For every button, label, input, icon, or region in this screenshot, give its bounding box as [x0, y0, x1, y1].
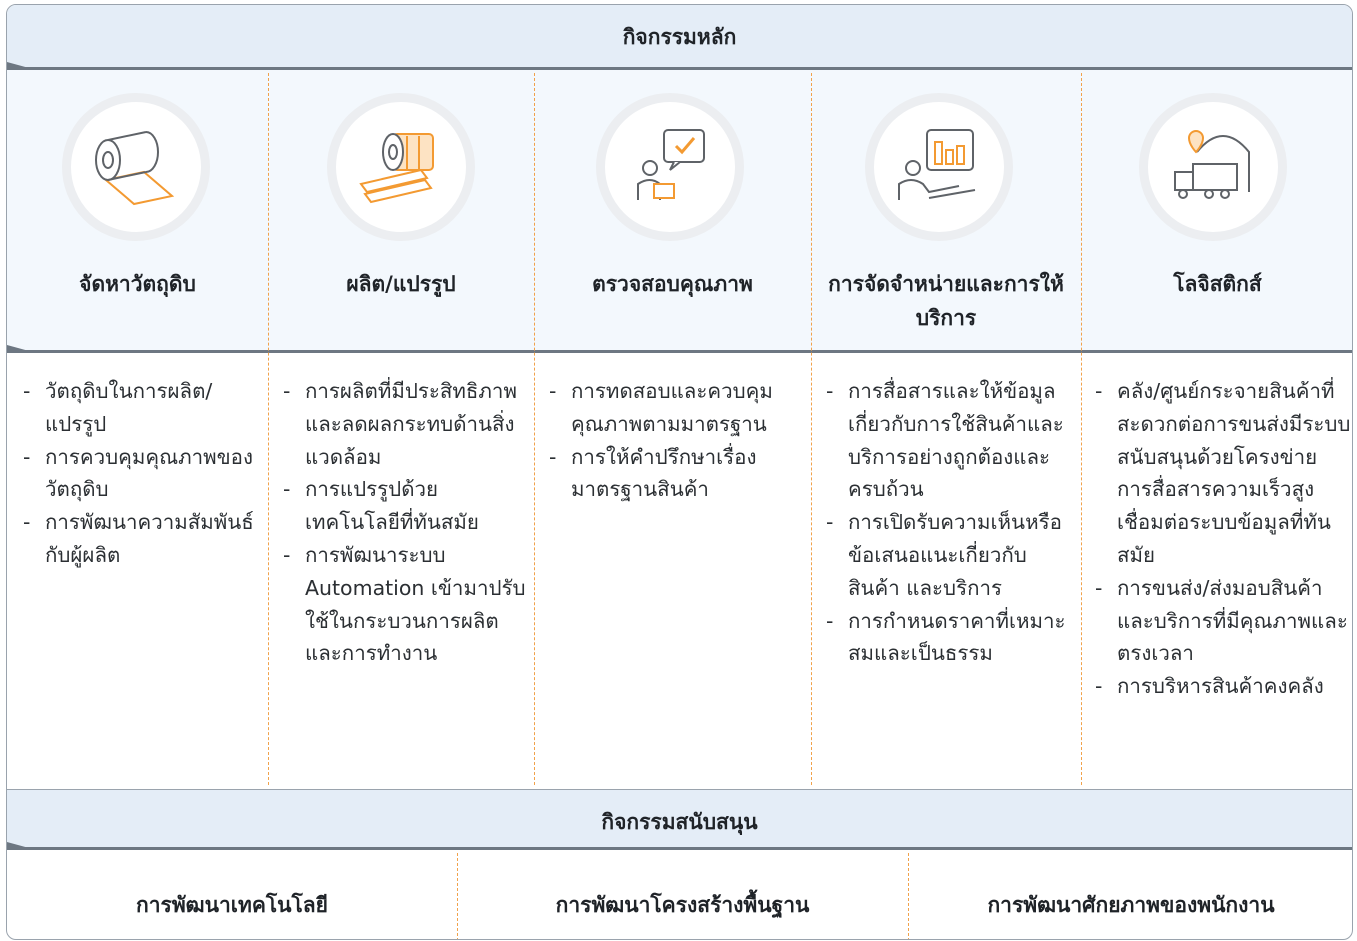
- support-divider: [908, 853, 909, 939]
- processing-rolls-icon: [327, 93, 475, 241]
- column-divider: [1081, 73, 1082, 785]
- support-separator: [7, 847, 1352, 850]
- list-item: วัตถุดิบในการผลิต/แปรรูป: [21, 375, 265, 441]
- logistics-truck-icon: [1139, 93, 1287, 241]
- column-title: ตรวจสอบคุณภาพ: [592, 272, 753, 296]
- list-item: การแปรรูปด้วยเทคโนโลยีที่ทันสมัย: [281, 473, 529, 539]
- column-items: คลัง/ศูนย์กระจายสินค้าที่สะดวกต่อการขนส่…: [1093, 375, 1351, 703]
- list-item: การควบคุมคุณภาพของวัตถุดิบ: [21, 441, 265, 507]
- primary-activities-title: กิจกรรมหลัก: [622, 25, 737, 49]
- value-chain-diagram: กิจกรรมหลัก จัดหาวัตถุดิบ วัตถุดิบในการผ…: [6, 4, 1353, 940]
- column-title: ผลิต/แปรรูป: [346, 272, 456, 296]
- distribution-presentation-icon: [865, 93, 1013, 241]
- column-items: การผลิตที่มีประสิทธิภาพและลดผลกระทบด้านส…: [281, 375, 529, 670]
- column-items: การทดสอบและควบคุมคุณภาพตามมาตรฐาน การให้…: [547, 375, 805, 506]
- list-item: การกำหนดราคาที่เหมาะสมและเป็นธรรม: [824, 605, 1078, 671]
- column-title: จัดหาวัตถุดิบ: [79, 272, 196, 296]
- header-separator: [7, 67, 1352, 70]
- list-item: การให้คำปรึกษาเรื่องมาตรฐานสินค้า: [547, 441, 805, 507]
- list-item: การพัฒนาความสัมพันธ์กับผู้ผลิต: [21, 506, 265, 572]
- support-activities-title: กิจกรรมสนับสนุน: [601, 810, 758, 834]
- column-divider: [534, 73, 535, 785]
- list-item: การผลิตที่มีประสิทธิภาพและลดผลกระทบด้านส…: [281, 375, 529, 473]
- column-title: โลจิสติกส์: [1173, 272, 1262, 296]
- support-item: การพัฒนาเทคโนโลยี: [136, 893, 328, 917]
- support-item: การพัฒนาศักยภาพของพนักงาน: [987, 893, 1275, 917]
- list-item: การบริหารสินค้าคงคลัง: [1093, 670, 1351, 703]
- support-divider: [457, 853, 458, 939]
- list-item: การเปิดรับความเห็นหรือข้อเสนอแนะเกี่ยวกั…: [824, 506, 1078, 604]
- support-item: การพัฒนาโครงสร้างพื้นฐาน: [555, 893, 810, 917]
- paper-roll-icon: [62, 93, 210, 241]
- list-item: การพัฒนาระบบ Automation เข้ามาปรับใช้ในก…: [281, 539, 529, 670]
- list-item: การสื่อสารและให้ข้อมูลเกี่ยวกับการใช้สิน…: [824, 375, 1078, 506]
- primary-activities-header: กิจกรรมหลัก: [7, 5, 1352, 67]
- list-item: การทดสอบและควบคุมคุณภาพตามมาตรฐาน: [547, 375, 805, 441]
- column-items: การสื่อสารและให้ข้อมูลเกี่ยวกับการใช้สิน…: [824, 375, 1078, 670]
- column-items: วัตถุดิบในการผลิต/แปรรูป การควบคุมคุณภาพ…: [21, 375, 265, 572]
- quality-check-icon: [596, 93, 744, 241]
- support-activities-header: กิจกรรมสนับสนุน: [7, 789, 1352, 848]
- column-divider: [268, 73, 269, 785]
- list-item: คลัง/ศูนย์กระจายสินค้าที่สะดวกต่อการขนส่…: [1093, 375, 1351, 572]
- titles-separator: [7, 350, 1352, 353]
- list-item: การขนส่ง/ส่งมอบสินค้าและบริการที่มีคุณภา…: [1093, 572, 1351, 670]
- column-title: การจัดจำหน่ายและการให้บริการ: [828, 272, 1064, 330]
- column-divider: [811, 73, 812, 785]
